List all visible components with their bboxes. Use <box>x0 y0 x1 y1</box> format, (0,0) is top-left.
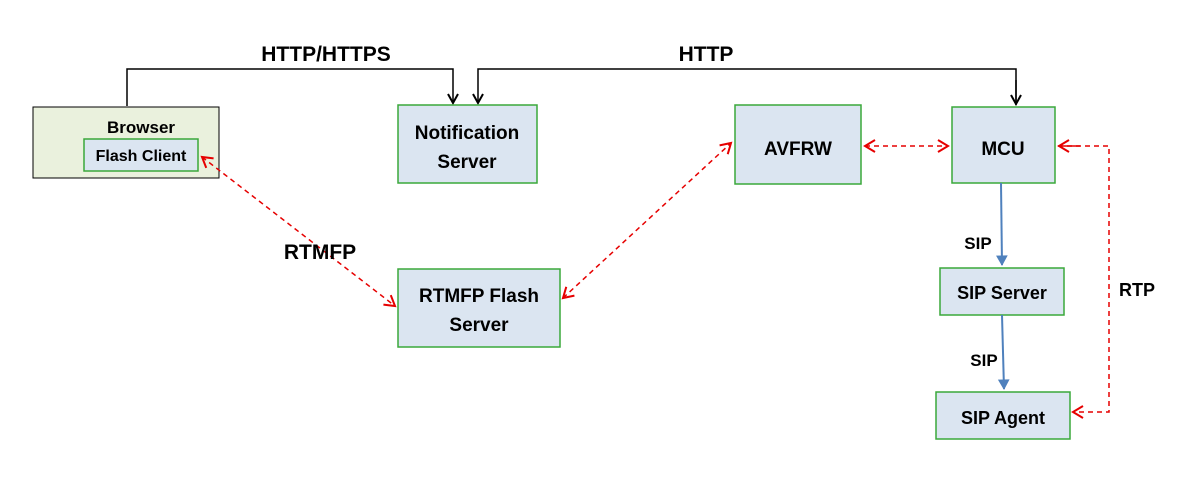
flash-client-box <box>83 138 199 172</box>
flash-client-label: Flash Client <box>96 148 187 165</box>
sip-server-to-agent-connector <box>997 314 1010 391</box>
mcu-label: MCU <box>981 139 1024 160</box>
rtmfp-connector <box>200 155 397 308</box>
mcu-box <box>951 106 1056 184</box>
browser-label: Browser <box>107 118 175 137</box>
sip-agent-box <box>935 391 1071 440</box>
http-label: HTTP <box>679 43 734 66</box>
http-connector <box>478 68 1017 105</box>
sip-agent-label: SIP Agent <box>961 408 1045 428</box>
rtp-label: RTP <box>1119 280 1155 300</box>
avfrw-label: AVFRW <box>764 139 832 160</box>
avfrw-box <box>734 104 862 185</box>
rtmfp-flash-server-box <box>397 268 561 348</box>
http-https-label: HTTP/HTTPS <box>261 43 391 66</box>
rtmfp-flash-server-label-line2: Server <box>449 315 509 336</box>
rtmfp-flash-server-label-line1: RTMFP Flash <box>419 286 539 307</box>
notification-server-box <box>397 104 538 184</box>
flash-server-avfrw-connector <box>561 141 733 300</box>
notification-server-label-line1: Notification <box>415 123 520 144</box>
http-https-connector <box>126 68 453 106</box>
notification-server-label-line2: Server <box>437 152 497 173</box>
sip-label-2: SIP <box>970 351 997 370</box>
sip-server-box <box>939 267 1065 316</box>
sip-server-label: SIP Server <box>957 283 1047 303</box>
sip-mcu-to-server-connector <box>996 182 1008 267</box>
rtmfp-label: RTMFP <box>284 241 356 264</box>
rtp-connector <box>1058 145 1110 419</box>
sip-label-1: SIP <box>964 234 991 253</box>
